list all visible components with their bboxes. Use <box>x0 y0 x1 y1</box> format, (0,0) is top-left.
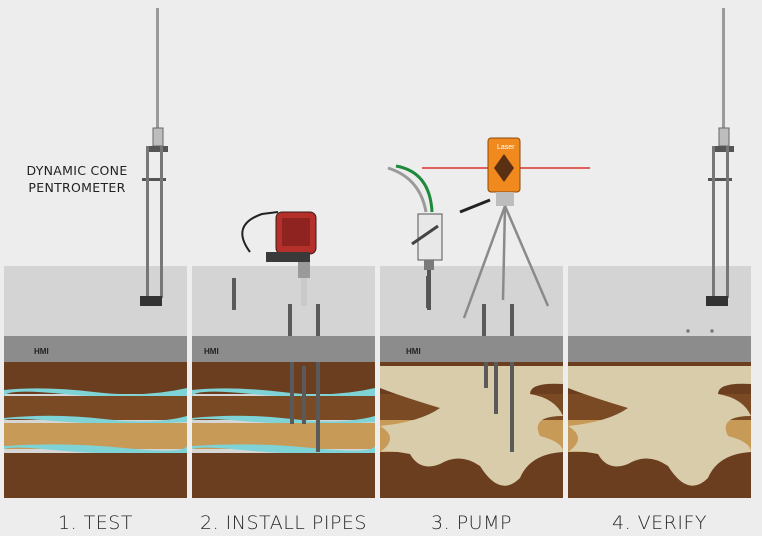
laser-label: Laser <box>497 144 515 151</box>
pump-icon <box>387 164 443 310</box>
soil-cross-section: HMI <box>192 266 375 498</box>
panel-pump: HMI <box>380 266 563 498</box>
penetrometer-icon <box>706 8 734 306</box>
step-label-test: 1. TEST <box>58 512 133 534</box>
step-label-verify: 4. VERIFY <box>611 512 707 534</box>
step-label-pump: 3. PUMP <box>431 512 512 534</box>
brand-mark: HMI <box>204 347 219 356</box>
panel-verify <box>568 266 751 498</box>
drill-icon <box>241 211 317 306</box>
brand-mark: HMI <box>34 347 49 356</box>
grout-fill <box>380 366 563 486</box>
laser-level-icon: Laser <box>422 137 590 319</box>
penetrometer-label: DYNAMIC CONE PENTROMETER <box>26 163 128 195</box>
soil-cross-section: HMI <box>380 266 563 498</box>
panel-install-pipes: HMI <box>192 266 375 498</box>
grout-fill <box>568 366 751 486</box>
brand-mark: HMI <box>406 347 421 356</box>
injection-pipes <box>232 278 320 452</box>
penetrometer-icon <box>140 8 168 306</box>
soil-cross-section <box>568 266 751 498</box>
pipe-holes <box>686 329 714 333</box>
step-label-install-pipes: 2. INSTALL PIPES <box>200 512 367 534</box>
